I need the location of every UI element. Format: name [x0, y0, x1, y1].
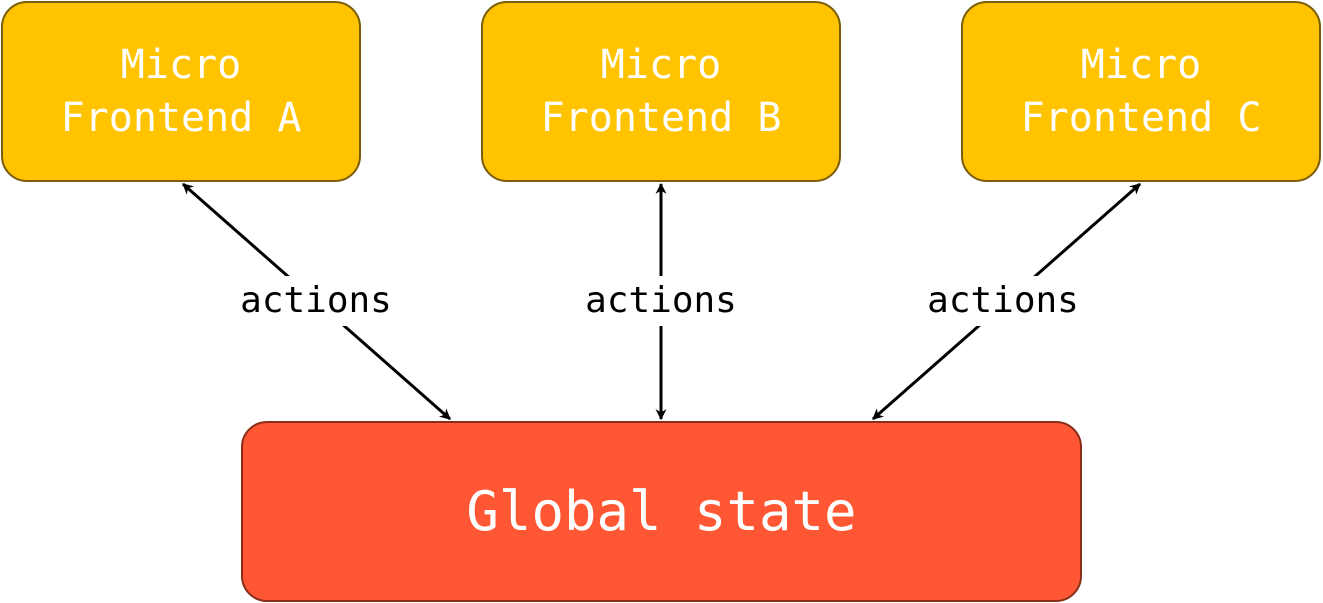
- micro-frontend-a-line1: Micro: [120, 41, 242, 88]
- global-state-node: Global state: [241, 421, 1082, 602]
- micro-frontend-a-node: Micro Frontend A: [1, 1, 361, 182]
- micro-frontend-a-line2: Frontend A: [60, 94, 302, 141]
- edge-b-label: actions: [579, 276, 743, 326]
- edge-c-label: actions: [921, 276, 1085, 326]
- micro-frontend-c-node: Micro Frontend C: [961, 1, 1321, 182]
- micro-frontend-c-line1: Micro: [1080, 41, 1202, 88]
- edge-a-label: actions: [234, 276, 398, 326]
- micro-frontend-c-line2: Frontend C: [1020, 94, 1262, 141]
- micro-frontend-b-line1: Micro: [600, 41, 722, 88]
- micro-frontend-b-node: Micro Frontend B: [481, 1, 841, 182]
- micro-frontend-b-line2: Frontend B: [540, 94, 782, 141]
- global-state-label: Global state: [466, 480, 857, 543]
